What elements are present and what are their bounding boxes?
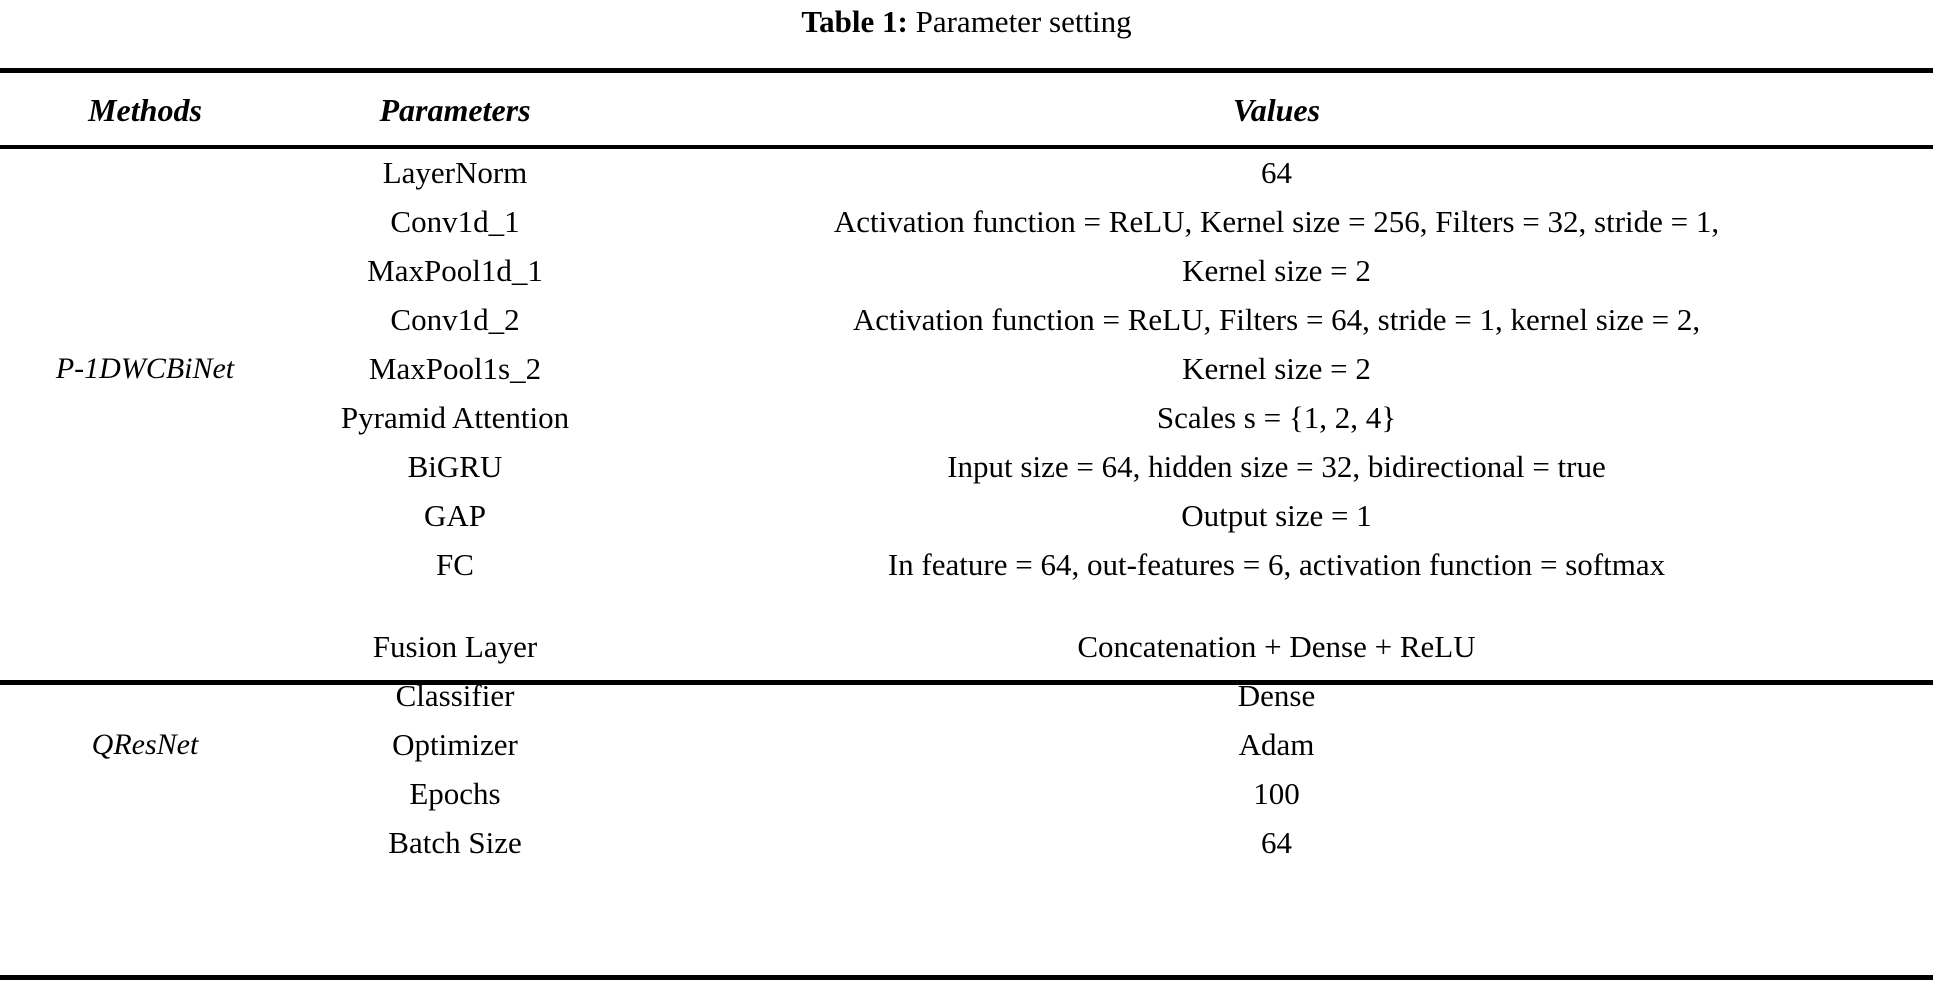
value-cell: 100	[1253, 775, 1300, 811]
parameter-cell: GAP	[423, 497, 486, 533]
table-rule-mid	[0, 680, 1933, 685]
value-cell: 64	[1261, 154, 1292, 190]
table-row: P-1DWCBiNet LayerNorm 64	[0, 148, 1933, 385]
parameter-cell: Conv1d_2	[390, 301, 520, 337]
table-row: Batch Size 64	[0, 818, 1933, 867]
spacer-cell	[620, 0, 1933, 73]
caption-label: Table 1:	[801, 4, 908, 39]
table-rule-top	[0, 68, 1933, 73]
value-cell: Adam	[1238, 726, 1315, 762]
caption-spacer	[0, 0, 1933, 73]
parameter-cell: LayerNorm	[382, 154, 528, 190]
spacer-cell	[290, 0, 620, 73]
method-label-qresnet: QResNet	[91, 727, 199, 761]
table-rule-header	[0, 145, 1933, 149]
value-cell: Activation function = ReLU, Kernel size …	[833, 203, 1720, 239]
column-header-values: Values	[1232, 91, 1321, 128]
table-caption: Table 1: Parameter setting	[0, 2, 1933, 42]
value-cell: Kernel size = 2	[1182, 350, 1371, 386]
table-row: Optimizer Adam	[0, 720, 1933, 769]
column-header-methods: Methods	[88, 91, 202, 128]
caption-text: Parameter setting	[915, 4, 1132, 39]
parameter-cell: Conv1d_1	[390, 203, 520, 239]
value-cell: Dense	[1237, 677, 1316, 713]
parameter-cell: Epochs	[409, 775, 501, 811]
table-row: FC In feature = 64, out-features = 6, ac…	[0, 540, 1933, 589]
table-row: Epochs 100	[0, 769, 1933, 818]
spacer-cell	[290, 589, 620, 622]
parameter-setting-table: Methods Parameters Values P-1DWCBiNet La…	[0, 0, 1933, 867]
value-cell: 64	[1261, 824, 1292, 860]
table-row: MaxPool1s_2 Kernel size = 2	[0, 344, 1933, 393]
table-row: MaxPool1d_1 Kernel size = 2	[0, 246, 1933, 295]
table-row: Classifier Dense	[0, 671, 1933, 720]
value-cell: Concatenation + Dense + ReLU	[1077, 628, 1476, 664]
table-row: Pyramid Attention Scales s = {1, 2, 4}	[0, 393, 1933, 442]
column-header-parameters: Parameters	[379, 91, 531, 128]
parameter-cell: Batch Size	[388, 824, 522, 860]
value-cell: Output size = 1	[1181, 497, 1372, 533]
value-cell: In feature = 64, out-features = 6, activ…	[887, 546, 1666, 582]
value-cell: Input size = 64, hidden size = 32, bidir…	[947, 448, 1606, 484]
spacer-cell	[620, 589, 1933, 622]
parameter-cell: BiGRU	[407, 448, 503, 484]
value-cell: Kernel size = 2	[1182, 252, 1371, 288]
section-divider-spacer	[0, 589, 1933, 622]
table-row: GAP Output size = 1	[0, 491, 1933, 540]
table-row: Conv1d_2 Activation function = ReLU, Fil…	[0, 295, 1933, 344]
parameter-cell: Optimizer	[392, 726, 518, 762]
table-header-row: Methods Parameters Values	[0, 73, 1933, 147]
parameter-cell: MaxPool1s_2	[368, 350, 542, 386]
table-row: BiGRU Input size = 64, hidden size = 32,…	[0, 442, 1933, 491]
value-cell: Activation function = ReLU, Filters = 64…	[852, 301, 1701, 337]
parameter-cell: Fusion Layer	[372, 628, 538, 664]
value-cell: Scales s = {1, 2, 4}	[1156, 399, 1397, 435]
parameter-cell: MaxPool1d_1	[367, 252, 543, 288]
spacer-cell	[0, 0, 290, 73]
method-label-p1dwcbinet: P-1DWCBiNet	[55, 351, 235, 385]
table-row: QResNet Fusion Layer Concatenation + Den…	[0, 622, 1933, 761]
table-rule-bottom	[0, 975, 1933, 980]
parameter-cell: Classifier	[395, 677, 515, 713]
spacer-cell	[0, 589, 290, 622]
parameter-cell: FC	[436, 546, 474, 582]
table-row: Conv1d_1 Activation function = ReLU, Ker…	[0, 197, 1933, 246]
parameter-cell: Pyramid Attention	[340, 399, 570, 435]
